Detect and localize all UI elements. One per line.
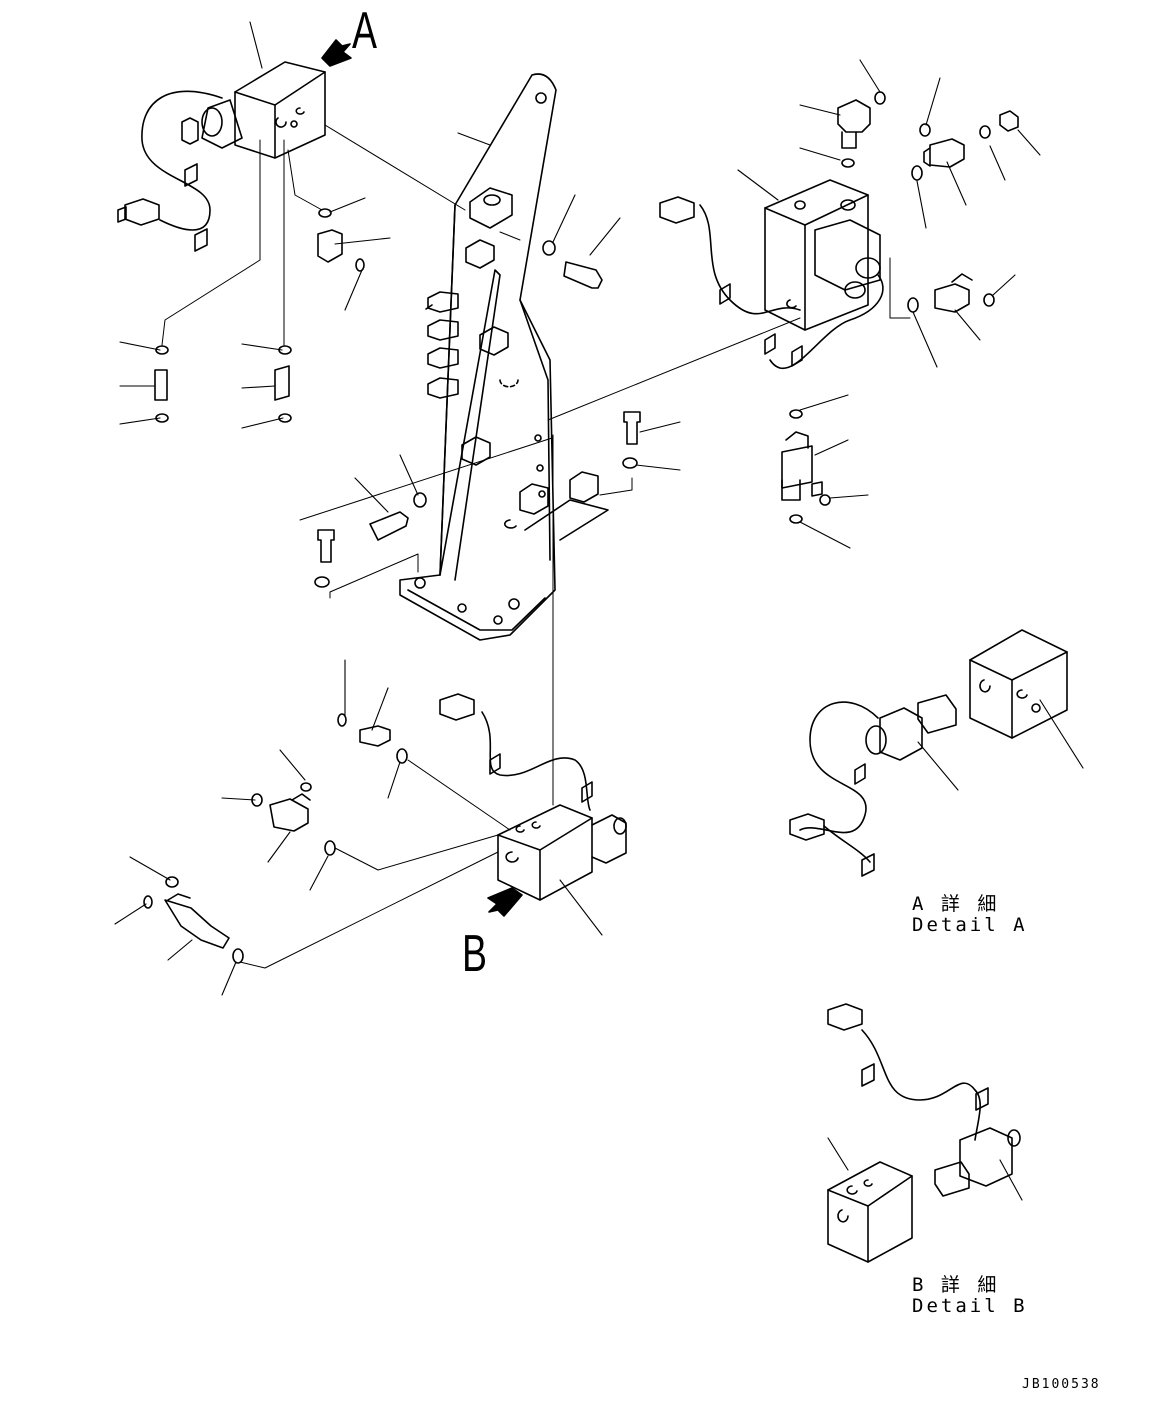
detail-a-caption-en: Detail A [912, 914, 1028, 936]
detail-b-caption-en: Detail B [912, 1295, 1028, 1317]
callout-b-label: B [462, 925, 487, 983]
seals-and-fasteners [143, 91, 995, 964]
solenoid-valve-a [117, 61, 326, 252]
leader-lines [114, 21, 1084, 1201]
detail-a-caption-jp: A 詳 細 [912, 893, 1000, 915]
detail-b-illustration [827, 1003, 1021, 1263]
solenoid-valve-b [164, 693, 627, 949]
routing-lines [161, 124, 911, 969]
detail-a-illustration [789, 629, 1068, 877]
view-b-arrow [487, 887, 523, 917]
valve-block-main [659, 99, 1019, 369]
drawing-code: JB100538 [1022, 1377, 1101, 1392]
relief-valve [781, 431, 823, 501]
mounting-bracket [399, 73, 609, 641]
callout-a-label: A [352, 2, 377, 60]
detail-b-caption-jp: B 詳 細 [912, 1274, 1000, 1296]
view-a-arrow [321, 39, 352, 67]
